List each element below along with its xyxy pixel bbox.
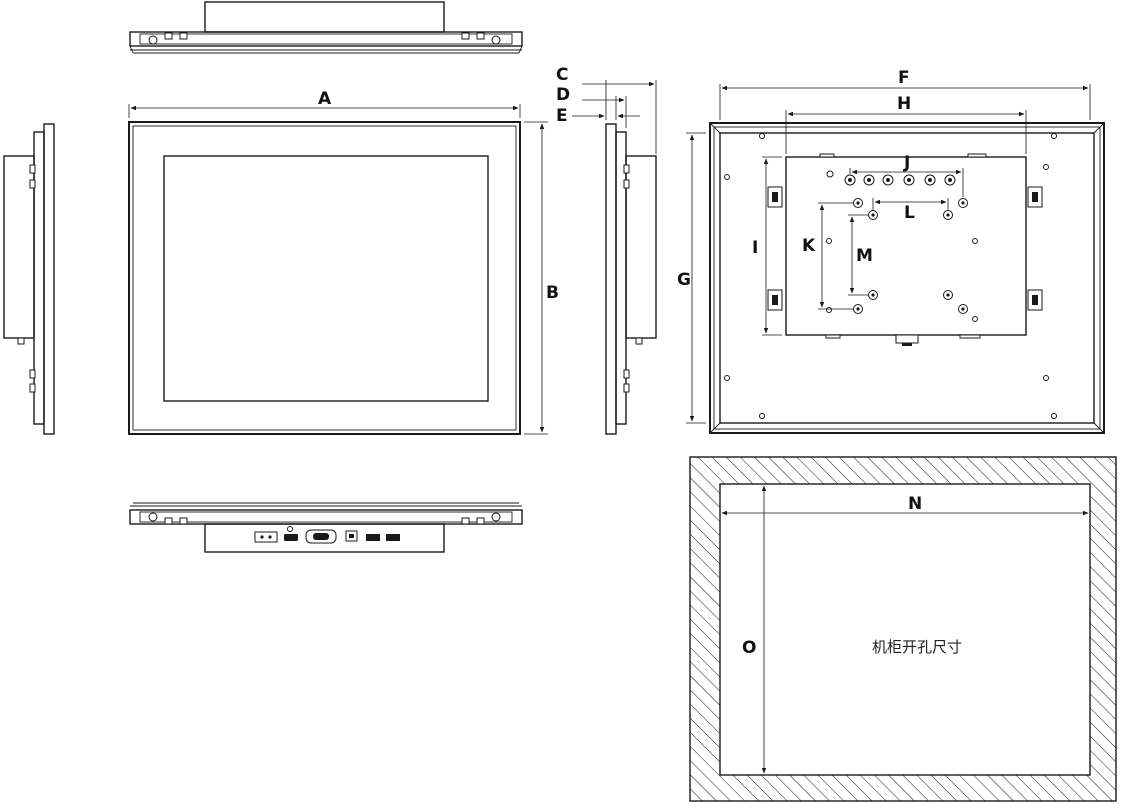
power-button-icon: [287, 526, 293, 532]
dim-label-O: O: [742, 638, 756, 658]
dim-label-H: H: [897, 94, 911, 114]
dim-label-K: K: [802, 236, 816, 256]
dim-label-J: J: [903, 153, 910, 173]
right-side-view: [572, 80, 657, 435]
dim-label-E: E: [556, 106, 568, 126]
front-view: [128, 104, 548, 435]
dim-label-D: D: [556, 85, 570, 105]
io-ports: [254, 526, 400, 544]
dim-label-L: L: [904, 203, 915, 223]
dim-label-G: G: [677, 270, 691, 290]
top-view: [129, 1, 523, 54]
dim-label-N: N: [908, 494, 922, 514]
dim-label-M: M: [856, 246, 873, 266]
left-side-view: [3, 123, 55, 435]
dim-label-C: C: [556, 65, 568, 85]
usb-a-port-icon: [366, 534, 380, 541]
usb-a-port-icon: [386, 534, 400, 541]
cutout-note: 机柜开孔尺寸: [872, 638, 962, 656]
dim-label-A: A: [318, 89, 332, 109]
rear-view: [686, 84, 1105, 434]
power-connector-icon: [254, 531, 278, 543]
hdmi-port-icon: [284, 534, 298, 541]
cabinet-cutout: [689, 456, 1117, 802]
dim-label-I: I: [752, 238, 758, 258]
bottom-view: [129, 502, 523, 553]
dim-label-B: B: [546, 283, 559, 303]
dim-label-F: F: [898, 68, 910, 88]
